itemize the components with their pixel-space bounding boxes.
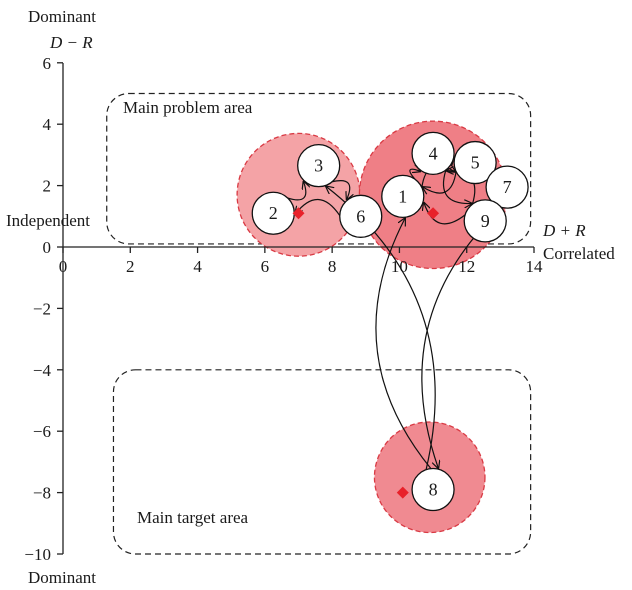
node-circle [453, 140, 497, 185]
centroid-marker [292, 207, 305, 220]
y-tick-label: 6 [43, 54, 52, 73]
main-target-area-label: Main target area [137, 508, 249, 527]
node-circle [411, 467, 455, 512]
y-tick-label: −2 [33, 299, 51, 318]
centroid-layer [292, 207, 440, 499]
x-tick-label: 8 [328, 257, 337, 276]
edge-arrow [375, 218, 432, 470]
x-tick-label: 2 [126, 257, 135, 276]
y-tick-label: −4 [33, 361, 52, 380]
node-label: 8 [429, 480, 438, 500]
node-label: 1 [398, 186, 407, 206]
edge-arrow [409, 169, 421, 180]
node-label: 4 [429, 143, 438, 163]
x-tick-label: 14 [526, 257, 544, 276]
node-label: 2 [269, 203, 278, 223]
cluster-circle [236, 132, 361, 257]
x-axis-title: D + R [542, 221, 586, 240]
node-circle [339, 194, 383, 238]
node-label: 9 [481, 211, 490, 231]
node-label: 5 [471, 153, 480, 173]
edge-arrow [424, 203, 466, 225]
edge-arrow [423, 171, 457, 193]
y-tick-label: 4 [43, 115, 52, 134]
y-tick-label: 0 [43, 238, 52, 257]
y-tick-label: −10 [24, 545, 51, 564]
y-axis-title: D − R [49, 33, 93, 52]
edge-arrow [287, 182, 306, 201]
clusters-layer [236, 120, 508, 534]
x-tick-label: 12 [458, 257, 475, 276]
x-tick-label: 6 [261, 257, 270, 276]
node-circle [485, 165, 529, 209]
node-circle [381, 174, 425, 218]
centroid-marker [396, 486, 409, 499]
y-bottom-label: Dominant [28, 568, 96, 587]
y-axis-left-label: Independent [6, 211, 90, 230]
y-tick-label: 2 [43, 177, 52, 196]
x-top-label: Dominant [28, 7, 96, 26]
x-tick-label: 4 [193, 257, 202, 276]
centroid-marker [427, 207, 440, 220]
node-circle [463, 199, 507, 243]
x-axis-right-label: Correlated [543, 244, 615, 263]
node-label: 6 [356, 206, 365, 226]
edge-arrow [331, 180, 350, 200]
node-label: 7 [503, 177, 512, 197]
x-tick-label: 0 [59, 257, 68, 276]
node-circle [297, 143, 341, 188]
main-problem-area-label: Main problem area [123, 98, 253, 117]
node-circle [411, 131, 455, 176]
edge-arrow [442, 169, 471, 204]
node-label: 3 [314, 156, 323, 176]
y-tick-label: −8 [33, 484, 51, 503]
y-tick-label: −6 [33, 422, 51, 441]
